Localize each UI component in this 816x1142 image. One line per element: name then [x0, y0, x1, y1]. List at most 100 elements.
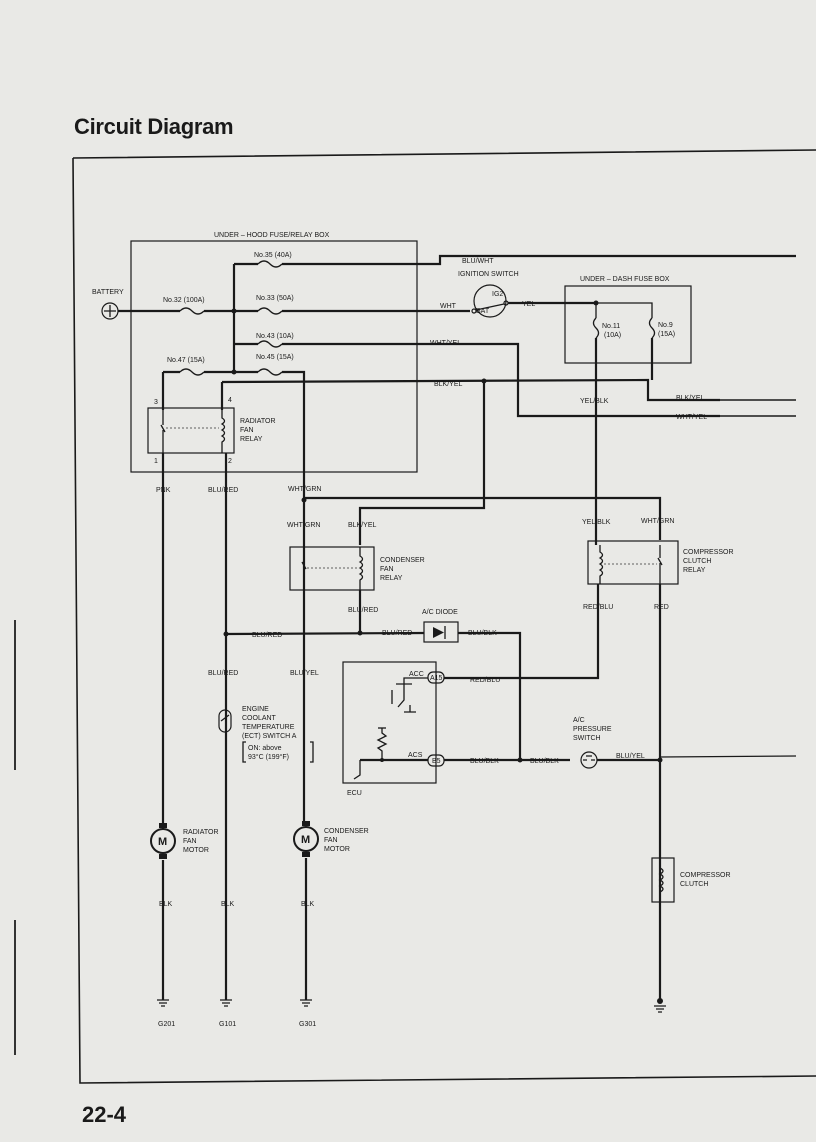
- wire-blk-yel-label: BLK/YEL: [434, 381, 463, 388]
- wire-yel-blk-label-2: YEL/BLK: [582, 519, 611, 526]
- margin-mark: [14, 620, 16, 770]
- ground-icon: [220, 999, 232, 1007]
- compressor-relay-label-1: COMPRESSOR: [683, 549, 734, 556]
- wire-wht-grn-label-1: WHT/GRN: [288, 486, 321, 493]
- ect-note-1: ON: above: [248, 745, 282, 752]
- relay-pin-4: 4: [228, 397, 232, 404]
- wire-blu-yel-label-1: BLU/YEL: [616, 753, 645, 760]
- ignition-switch-label: IGNITION SWITCH: [458, 271, 519, 278]
- fuse-no45-icon: [257, 368, 283, 376]
- wire-red-blu-label-2: RED/BLU: [470, 677, 500, 684]
- wire-blk-yel-label-2: BLK/YEL: [676, 395, 705, 402]
- wire-blu-blk-label-1: BLU/BLK: [468, 630, 497, 637]
- condenser-motor-symbol: M: [301, 834, 310, 846]
- radiator-motor-label-1: RADIATOR: [183, 829, 219, 836]
- compressor-relay-coil-icon: [598, 545, 604, 584]
- condenser-relay-label-2: FAN: [380, 566, 394, 573]
- relay-pin-1: 1: [154, 458, 158, 465]
- page-number: 22-4: [82, 1102, 127, 1127]
- diagram-frame: [72, 149, 816, 1084]
- fuse-no35-label: No.35 (40A): [254, 252, 292, 259]
- compressor-relay-label-3: RELAY: [683, 567, 706, 574]
- fuse-no45-label: No.45 (15A): [256, 354, 294, 361]
- ect-label-4: (ECT) SWITCH A: [242, 733, 297, 740]
- radiator-motor-symbol: M: [158, 836, 167, 848]
- battery-label: BATTERY: [92, 289, 124, 296]
- ignition-ig2-label: IG2: [492, 291, 503, 298]
- ground-g201-label: G201: [158, 1021, 175, 1028]
- radiator-relay-label-3: RELAY: [240, 436, 263, 443]
- condenser-motor-label-3: MOTOR: [324, 846, 350, 853]
- compressor-clutch-label-1: COMPRESSOR: [680, 872, 731, 879]
- wire-yel-blk-label-1: YEL/BLK: [580, 398, 609, 405]
- ecu-box: [342, 661, 437, 784]
- ac-pressure-switch-label-2: PRESSURE: [573, 726, 612, 733]
- compressor-relay-label-2: CLUTCH: [683, 558, 711, 565]
- compressor-clutch-icon: [651, 857, 675, 903]
- condenser-relay-coil-icon: [358, 547, 364, 590]
- radiator-fan-motor-icon: [150, 828, 176, 854]
- fuse-no47-icon: [179, 368, 205, 376]
- wire-blu-red-label-1: BLU/RED: [208, 487, 238, 494]
- radiator-motor-label-3: MOTOR: [183, 847, 209, 854]
- fuse-no32-icon: [179, 307, 205, 315]
- radiator-relay-label-2: FAN: [240, 427, 254, 434]
- ect-label-3: TEMPERATURE: [242, 724, 295, 731]
- compressor-clutch-label-2: CLUTCH: [680, 881, 708, 888]
- condenser-motor-label-1: CONDENSER: [324, 828, 369, 835]
- ect-switch-icon: [218, 709, 232, 733]
- ecu-pin-a15-label: A15: [430, 675, 443, 682]
- ac-pressure-switch-label-1: A/C: [573, 717, 585, 724]
- fuse-no47-label: No.47 (15A): [167, 357, 205, 364]
- ac-pressure-switch-label-3: SWITCH: [573, 735, 601, 742]
- wire-blu-red-label-5: BLU/RED: [208, 670, 238, 677]
- wire-red-label: RED: [654, 604, 669, 611]
- fuse-no11-icon: [592, 317, 600, 339]
- relay-pin-3: 3: [154, 399, 158, 406]
- wire-blu-blk-label-2: BLU/BLK: [470, 758, 499, 765]
- condenser-motor-label-2: FAN: [324, 837, 338, 844]
- wire-blu-yel-label-2: BLU/YEL: [290, 670, 319, 677]
- margin-mark: [14, 920, 16, 1055]
- wire-blu-blk-label-3: BLU/BLK: [530, 758, 559, 765]
- fuse-no43-icon: [257, 340, 283, 348]
- fuse-no9-label-1: No.9: [658, 322, 673, 329]
- radiator-fan-relay: [147, 407, 235, 454]
- wire-blk-label-1: BLK: [159, 901, 173, 908]
- ignition-bat-label: BAT: [476, 308, 490, 315]
- ground-g101-label: G101: [219, 1021, 236, 1028]
- ground-icon: [654, 998, 666, 1013]
- wire-wht-yel-label-2: WHT/YEL: [676, 414, 707, 421]
- wire-wht-yel-label: WHT/YEL: [430, 340, 461, 347]
- fuse-no11-label-2: (10A): [604, 332, 621, 339]
- fuse-no35-icon: [257, 260, 283, 268]
- ac-diode-label: A/C DIODE: [422, 609, 458, 616]
- relay-pin-2: 2: [228, 458, 232, 465]
- ecu-pin-b5-label: B5: [432, 758, 441, 765]
- radiator-relay-coil-icon: [220, 410, 226, 453]
- ect-label-1: ENGINE: [242, 706, 269, 713]
- under-hood-box-label: UNDER – HOOD FUSE/RELAY BOX: [214, 232, 330, 239]
- fuse-no9-icon: [648, 317, 656, 339]
- under-hood-box: [130, 240, 418, 473]
- fuse-no33-icon: [257, 307, 283, 315]
- fuse-no32-label: No.32 (100A): [163, 297, 205, 304]
- wire-yel-label: YEL: [522, 301, 535, 308]
- wire-blu-red-label-2: BLU/RED: [348, 607, 378, 614]
- ecu-acs-label: ACS: [408, 752, 423, 759]
- ecu-acc-label: ACC: [409, 671, 424, 678]
- ground-g301-label: G301: [299, 1021, 316, 1028]
- wire-wht-grn-label-3: WHT/GRN: [641, 518, 674, 525]
- radiator-motor-label-2: FAN: [183, 838, 197, 845]
- fuse-no33-label: No.33 (50A): [256, 295, 294, 302]
- fuse-no9-label-2: (15A): [658, 331, 675, 338]
- wire-wht-grn-label-2: WHT/GRN: [287, 522, 320, 529]
- radiator-relay-label-1: RADIATOR: [240, 418, 276, 425]
- ground-icon: [300, 999, 312, 1007]
- wire-blk-yel-label-3: BLK/YEL: [348, 522, 377, 529]
- diode-icon: [433, 627, 444, 638]
- condenser-relay-label-1: CONDENSER: [380, 557, 425, 564]
- wire-blu-wht-label: BLU/WHT: [462, 258, 494, 265]
- wire-blu-red-label-4: BLU/RED: [382, 630, 412, 637]
- condenser-fan-relay: [289, 546, 375, 591]
